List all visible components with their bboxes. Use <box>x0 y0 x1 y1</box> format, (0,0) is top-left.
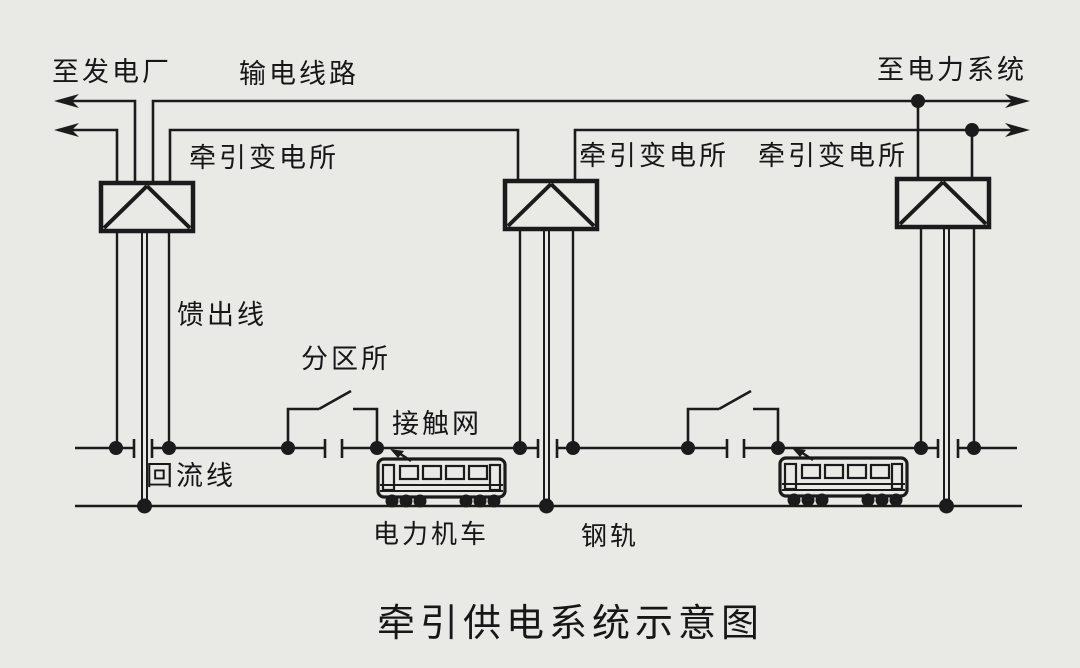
section-switch-1 <box>286 389 379 448</box>
substation-middle-symbol <box>502 178 600 232</box>
feeder-return-lines-right <box>919 227 976 503</box>
transmission-line-upper <box>54 94 1030 183</box>
rail-line <box>75 498 1022 514</box>
arrow-left-icon <box>54 123 79 137</box>
junction-dot <box>911 94 925 108</box>
label-feeder-line: 馈出线 <box>177 300 267 330</box>
catenary-line <box>75 439 1017 458</box>
section-gap-ticks <box>132 439 960 458</box>
label-sectioning-post: 分区所 <box>301 344 391 374</box>
label-return-line: 回流线 <box>146 461 236 491</box>
transmission-line-lower <box>54 123 1030 183</box>
arrow-right-icon <box>1005 94 1030 108</box>
section-switch-2 <box>686 389 780 448</box>
arrow-right-icon <box>1005 123 1030 137</box>
rail-junction-dots <box>137 498 954 514</box>
feeder-return-lines-left <box>115 231 171 503</box>
label-rail: 钢轨 <box>581 522 640 551</box>
label-catenary: 接触网 <box>392 409 482 439</box>
locomotive-2 <box>778 446 909 509</box>
substation-left-symbol <box>98 180 196 234</box>
label-to-power-system: 至电力系统 <box>877 55 1027 85</box>
substation-right-symbol <box>894 176 992 230</box>
junction-dot <box>965 123 979 137</box>
diagram-title: 牵引供电系统示意图 <box>377 603 765 645</box>
label-substation-middle: 牵引变电所 <box>579 141 729 171</box>
label-substation-right: 牵引变电所 <box>758 141 908 171</box>
feeder-return-lines-middle <box>518 229 575 503</box>
catenary-junction-dots <box>109 441 981 455</box>
label-substation-left: 牵引变电所 <box>189 143 339 173</box>
label-electric-locomotive: 电力机车 <box>373 520 490 549</box>
locomotive-1 <box>376 447 507 510</box>
label-transmission-line: 输电线路 <box>239 59 359 89</box>
label-to-power-plant: 至发电厂 <box>52 57 172 87</box>
arrow-left-icon <box>54 94 79 108</box>
